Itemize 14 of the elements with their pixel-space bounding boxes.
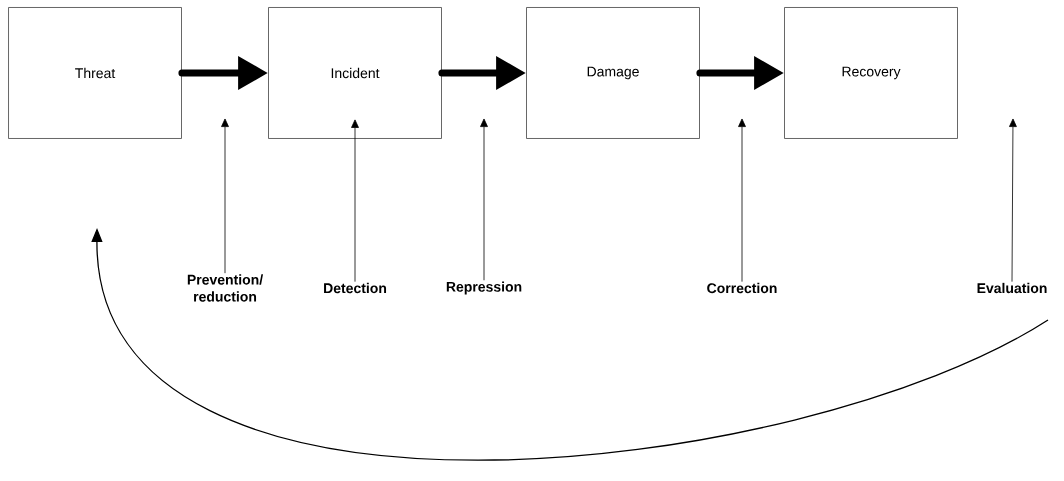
arrow: [480, 118, 488, 281]
arrow: [738, 118, 746, 283]
arrow: [1009, 118, 1017, 283]
process-box: Incident: [268, 7, 442, 139]
measure-label: Detection: [324, 282, 387, 294]
process-box: Damage: [526, 7, 700, 139]
process-box: Threat: [8, 7, 182, 139]
process-box: Recovery: [784, 7, 958, 139]
measure-label: Correction: [707, 282, 777, 294]
arrow: [351, 119, 359, 283]
measure-label: Evaluation: [977, 282, 1047, 294]
measure-label: Repression: [446, 281, 522, 295]
measure-label: Prevention/ reduction: [187, 274, 263, 302]
arrow: [221, 118, 229, 274]
